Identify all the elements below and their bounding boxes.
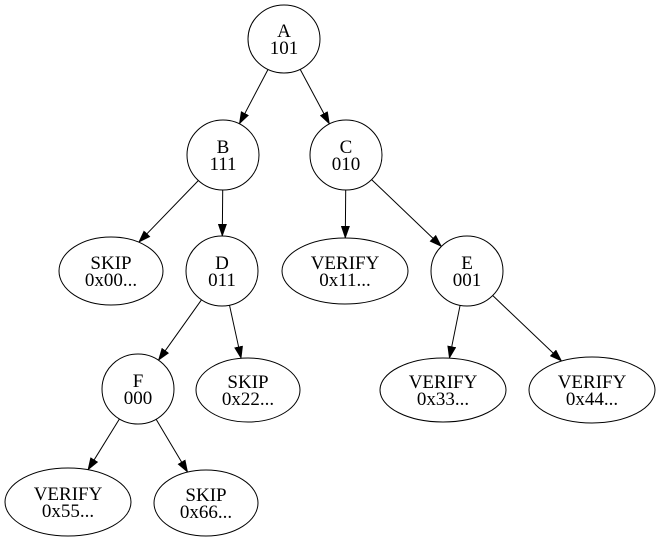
node-SKIP66: SKIP0x66... [153,469,259,537]
node-A-label-line1: A [277,21,291,42]
edge-D-F [157,299,202,362]
node-VERIFY44-ellipse [528,356,656,424]
node-B-label-line2: 111 [209,154,236,175]
edge-A-B [238,69,269,125]
edge-F-VERIFY55 [87,418,120,471]
node-D-circle [185,235,259,307]
node-SKIP00: SKIP0x00... [58,236,164,306]
edge-B-SKIP00 [138,180,199,243]
node-VERIFY11-ellipse [281,237,409,305]
node-C-circle [309,119,383,191]
node-F-label-line2: 000 [124,388,153,409]
node-VERIFY44: VERIFY0x44... [528,356,656,424]
node-VERIFY11-label-line1: VERIFY [311,253,380,274]
node-SKIP22: SKIP0x22... [195,357,301,423]
node-VERIFY33: VERIFY0x33... [379,357,507,423]
node-B-circle [186,119,260,191]
edge-D-SKIP22 [229,305,243,360]
node-C-label-line1: C [340,137,353,158]
node-VERIFY44-label-line2: 0x44... [566,389,618,410]
edge-F-SKIP66 [155,419,189,473]
node-VERIFY55: VERIFY0x55... [4,467,132,537]
node-F-circle [101,353,175,425]
node-SKIP66-ellipse [153,469,259,537]
edge-C-E [371,179,443,248]
node-C-label-line2: 010 [332,154,361,175]
node-VERIFY55-ellipse [4,467,132,537]
edge-E-VERIFY33 [447,305,461,360]
edge-E-VERIFY44 [492,295,563,362]
node-SKIP00-ellipse [58,236,164,306]
node-VERIFY55-label-line1: VERIFY [34,484,103,505]
node-VERIFY33-ellipse [379,357,507,423]
node-B-label-line1: B [217,137,230,158]
node-VERIFY55-label-line2: 0x55... [42,501,94,522]
node-VERIFY33-label-line1: VERIFY [409,372,478,393]
node-E-label-line2: 001 [453,270,482,291]
node-SKIP66-label-line1: SKIP [185,485,226,506]
edges-layer [87,69,563,473]
node-SKIP00-label-line2: 0x00... [85,270,137,291]
node-A-label-line2: 101 [270,38,299,59]
node-SKIP66-label-line2: 0x66... [180,502,232,523]
node-SKIP00-label-line1: SKIP [90,253,131,274]
node-VERIFY11: VERIFY0x11... [281,237,409,305]
node-E-circle [430,235,504,307]
node-F-label-line1: F [133,371,144,392]
nodes-layer: A101B111C010SKIP0x00...D011VERIFY0x11...… [4,4,656,537]
node-E-label-line1: E [461,253,473,274]
node-D-label-line2: 011 [208,270,236,291]
node-VERIFY11-label-line2: 0x11... [319,270,371,291]
node-SKIP22-ellipse [195,357,301,423]
node-SKIP22-label-line1: SKIP [227,372,268,393]
node-VERIFY44-label-line1: VERIFY [558,372,627,393]
node-SKIP22-label-line2: 0x22... [222,389,274,410]
node-VERIFY33-label-line2: 0x33... [417,389,469,410]
node-A-circle [247,4,321,74]
node-D-label-line1: D [215,253,229,274]
edge-A-C [299,69,330,125]
